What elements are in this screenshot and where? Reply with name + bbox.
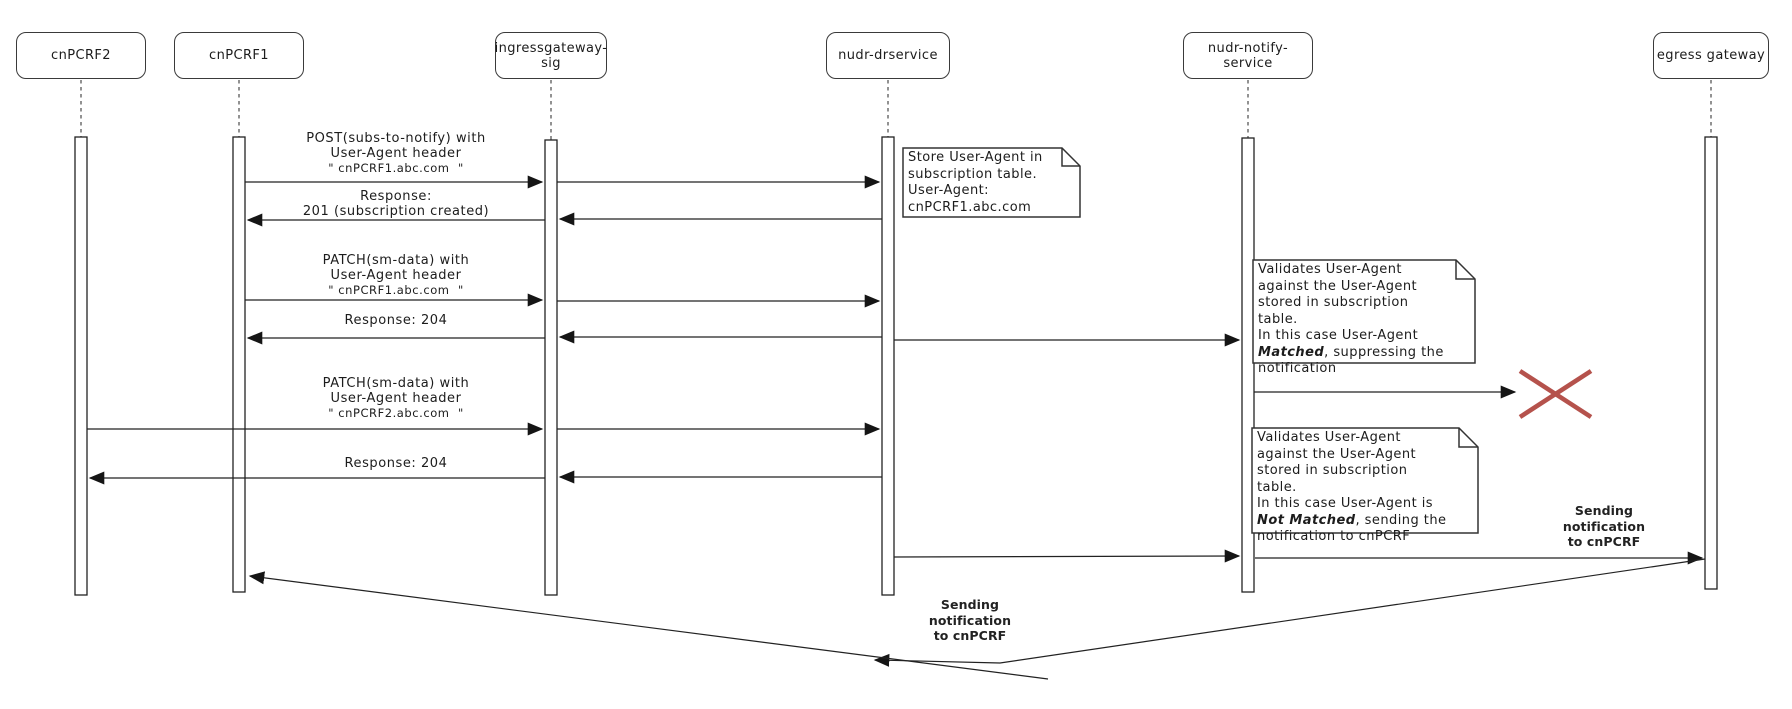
note-text-part: , sending the notification to cnPCRF xyxy=(1257,512,1447,545)
note-text-part: Validates User-Agent against the User-Ag… xyxy=(1257,430,1433,511)
lifelines xyxy=(80,80,1712,140)
activation-cnpcrf2 xyxy=(74,136,88,596)
arrow-drservice-to-notify-2 xyxy=(893,549,1241,563)
message-label-patch-1: PATCH(sm-data) with User-Agent header " … xyxy=(246,253,546,297)
activation-cnpcrf1 xyxy=(232,136,246,593)
participant-box-ingressgateway-sig: ingressgateway- sig xyxy=(495,32,607,79)
note-fold-not-matched xyxy=(1458,428,1478,448)
message-line: PATCH(sm-data) with xyxy=(322,253,470,268)
suppressed-x-icon xyxy=(1518,369,1593,419)
note-text-part: , suppressing the notification xyxy=(1258,344,1444,377)
message-label-patch-2: PATCH(sm-data) with User-Agent header " … xyxy=(246,376,546,420)
message-line: User-Agent header xyxy=(330,146,462,161)
message-line: POST(subs-to-notify) with xyxy=(306,131,486,146)
note-text-part: Validates User-Agent against the User-Ag… xyxy=(1258,262,1419,343)
message-label-response-204-first: Response: 204 xyxy=(246,313,546,328)
message-line: " cnPCRF1.abc.com " xyxy=(328,161,464,175)
message-line: " cnPCRF1.abc.com " xyxy=(328,283,464,297)
note-user-agent-matched: Validates User-Agent against the User-Ag… xyxy=(1258,262,1444,378)
activation-nudr-notify-service xyxy=(1241,137,1255,593)
activation-nudr-drservice xyxy=(881,136,895,596)
message-line: User-Agent header xyxy=(330,268,462,283)
note-user-agent-not-matched: Validates User-Agent against the User-Ag… xyxy=(1257,430,1446,546)
arrow-egress-notification-out xyxy=(873,558,1706,667)
activation-egress-gateway xyxy=(1704,136,1718,590)
activation-ingressgateway-sig xyxy=(544,139,558,596)
message-line: Response: 204 xyxy=(344,313,448,328)
participant-box-cnpcrf1: cnPCRF1 xyxy=(174,32,304,79)
note-store-user-agent: Store User-Agent in subscription table. … xyxy=(908,150,1043,215)
message-label-post-subs: POST(subs-to-notify) with User-Agent hea… xyxy=(246,131,546,175)
arrow-notification-to-cnpcrf1 xyxy=(248,571,1049,680)
message-line: Response: xyxy=(360,189,432,204)
participant-box-nudr-notify-service: nudr-notify-service xyxy=(1183,32,1313,79)
message-line: User-Agent header xyxy=(330,391,462,406)
message-arrows xyxy=(87,175,1706,680)
note-shapes xyxy=(902,147,1479,534)
message-line: 201 (subscription created) xyxy=(302,204,490,219)
note-emphasis-not-matched: Not Matched xyxy=(1257,512,1356,528)
participant-box-nudr-drservice: nudr-drservice xyxy=(826,32,950,79)
message-label-response-201: Response: 201 (subscription created) xyxy=(246,189,546,219)
note-fold-matched xyxy=(1455,260,1475,280)
note-emphasis-matched: Matched xyxy=(1258,344,1325,360)
label-sending-notification-right: Sending notification to cnPCRF xyxy=(1562,503,1646,549)
note-fold-store xyxy=(1061,148,1080,167)
message-label-response-204-second: Response: 204 xyxy=(246,456,546,471)
message-line: Response: 204 xyxy=(344,456,448,471)
activation-bars xyxy=(74,136,1718,596)
message-line: PATCH(sm-data) with xyxy=(322,376,470,391)
note-box-not-matched xyxy=(1251,427,1479,534)
note-box-store xyxy=(902,147,1081,218)
participant-box-egress-gateway: egress gateway xyxy=(1653,32,1769,79)
message-line: " cnPCRF2.abc.com " xyxy=(328,406,464,420)
note-box-matched xyxy=(1252,259,1476,364)
label-sending-notification-bottom: Sending notification to cnPCRF xyxy=(928,597,1012,643)
participant-box-cnpcrf2: cnPCRF2 xyxy=(16,32,146,79)
